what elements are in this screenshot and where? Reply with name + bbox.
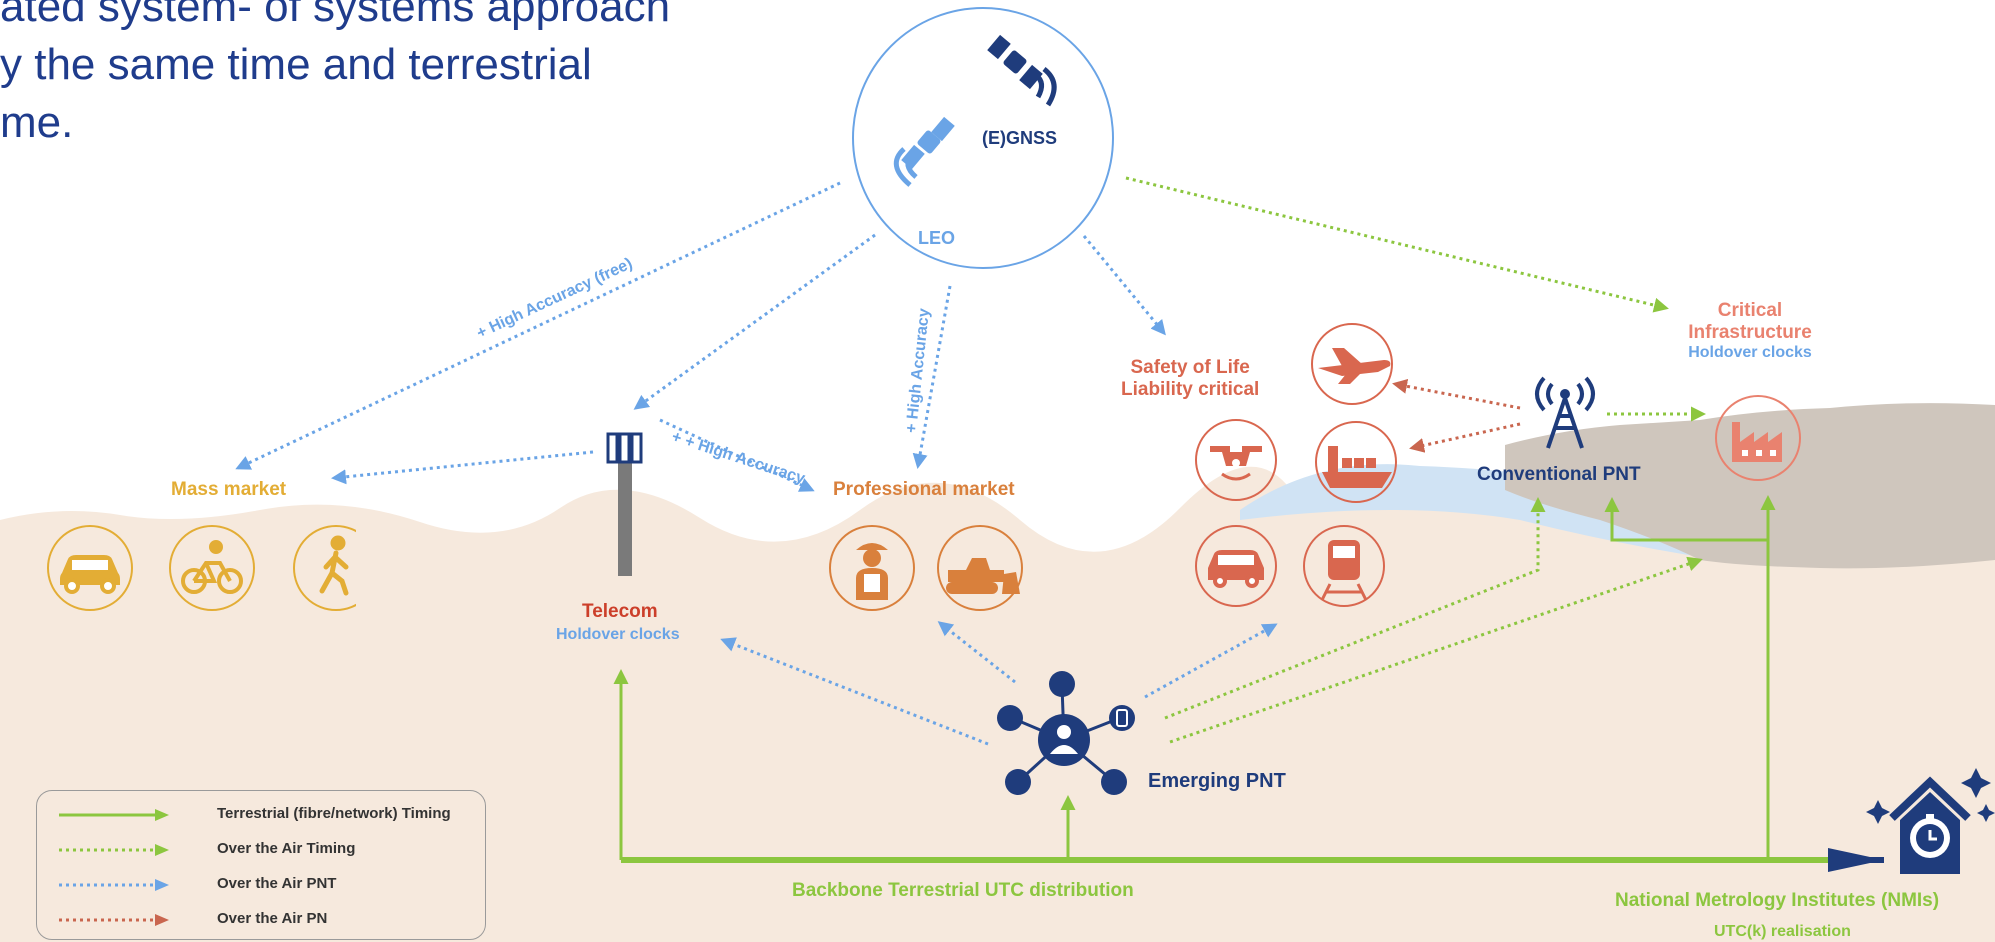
leo-label: LEO [918,228,956,248]
heading-text: ated system- of systems approach y the s… [0,0,670,152]
plane-icon [1318,348,1391,384]
critical-infrastructure-label: Critical Infrastructure Holdover clocks [1680,300,1820,362]
train-icon [1320,540,1368,601]
legend-label: Terrestrial (fibre/network) Timing [217,805,451,822]
legend: Terrestrial (fibre/network) Timing Over … [36,790,486,940]
heading-line-1: ated system- of systems approach [0,0,671,31]
heading-line-2: y the same time and terrestrial [0,40,592,89]
professional-market-label: Professional market [833,479,1015,500]
legend-line-dotted-blue [59,879,169,891]
link-leo-mass [235,181,841,470]
link-conventional-ship [1409,422,1521,453]
safety-line-2: Liability critical [1121,379,1260,400]
bulldozer-icon [946,558,1020,594]
link-emerging-conventional [1164,497,1546,720]
safety-of-life-icons [1195,323,1397,607]
link-conventional-plane [1392,378,1521,410]
car-icon [1208,550,1264,588]
link-emerging-professional [937,621,1016,684]
nmi-subtitle: UTC(k) realisation [1714,923,1851,940]
legend-item-terrestrial: Terrestrial (fibre/network) Timing [59,803,479,827]
cell-tower-icon [606,432,643,576]
telecom-label: Telecom [582,601,658,622]
link-emerging-safety [1144,623,1278,699]
mass-market-label: Mass market [171,479,287,500]
legend-line-dotted-green [59,844,169,856]
legend-label: Over the Air PN [217,910,328,927]
legend-line-solid-green [59,809,169,821]
safety-of-life-label: Safety of Life Liability critical [1121,357,1259,401]
legend-item-ota-pnt: Over the Air PNT [59,873,479,897]
link-nmi-conventional [1604,497,1768,542]
mass-market-icons [47,525,356,611]
satellite-icon [987,34,1057,107]
ship-icon [1322,446,1392,488]
telecom-subtitle: Holdover clocks [556,626,680,643]
conventional-pnt-label: Conventional PNT [1477,464,1641,485]
critical-line-1: Critical [1717,300,1783,321]
link-gnss-critical [1125,176,1669,313]
nmi-title: National Metrology Institutes (NMIs) [1615,890,1940,911]
factory-icon [1715,395,1801,481]
link-leo-telecom [633,233,876,410]
leo-satellite-icon [893,116,955,187]
space-segment-circle [852,7,1114,269]
legend-item-ota-pn: Over the Air PN [59,908,479,932]
link-emerging-telecom [720,637,989,746]
clock-house-icon [1866,768,1995,874]
link-telecom-mass [331,450,594,485]
heading-line-3: me. [0,98,74,147]
critical-subtitle: Holdover clocks [1688,344,1812,361]
link-emerging-critical [1169,556,1703,744]
link-leo-professional [912,285,952,469]
legend-item-ota-timing: Over the Air Timing [59,838,479,862]
pedestrian-icon [319,535,349,596]
drone-icon [1210,446,1262,481]
professional-market-icons [829,525,1023,611]
emerging-pnt-label: Emerging PNT [1148,770,1286,792]
legend-line-dotted-red [59,914,169,926]
network-hub-icon [997,671,1135,795]
gnss-label: (E)GNSS [982,128,1058,148]
car-icon [60,555,120,594]
safety-line-1: Safety of Life [1130,357,1250,378]
farmer-icon [856,543,888,600]
legend-label: Over the Air Timing [217,840,356,857]
legend-label: Over the Air PNT [217,875,337,892]
radio-tower-icon [1535,376,1595,449]
bicycle-icon [181,540,243,594]
backbone-label: Backbone Terrestrial UTC distribution [792,880,1134,901]
critical-line-2: Infrastructure [1688,322,1812,343]
